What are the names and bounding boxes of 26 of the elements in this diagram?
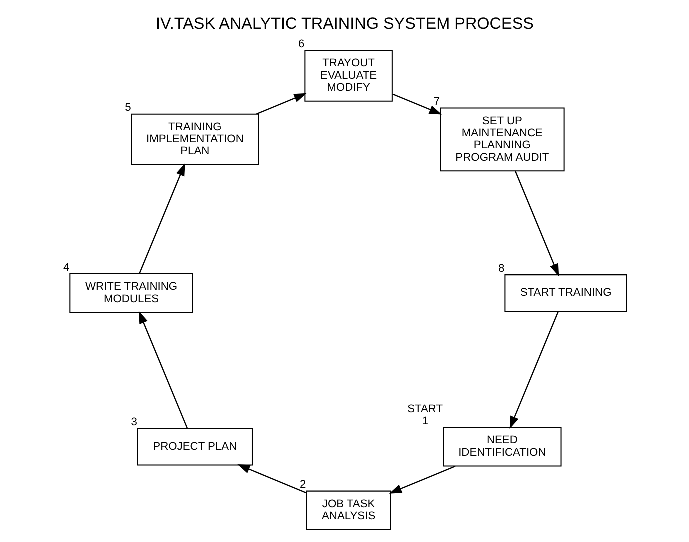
node-box: JOB TASK ANALYSIS [306, 490, 391, 530]
arrow [138, 311, 188, 429]
arrow [509, 312, 558, 430]
diagram-title: IV.TASK ANALYTIC TRAINING SYSTEM PROCESS [156, 15, 534, 34]
node-label: 1 [422, 415, 428, 428]
node-label: 2 [300, 479, 306, 492]
arrow [237, 464, 306, 494]
node-label: START [407, 403, 443, 416]
node-label: 4 [63, 262, 70, 274]
node-label: 7 [433, 96, 440, 108]
node-label: 5 [124, 102, 131, 114]
node-box: WRITE TRAINING MODULES [69, 274, 193, 314]
node-box: START TRAINING [504, 274, 627, 312]
arrow [256, 93, 306, 115]
arrow [392, 94, 442, 115]
node-box: TRAYOUT EVALUATE MODIFY [304, 50, 392, 102]
node-box: PROJECT PLAN [136, 428, 252, 466]
node-box: NEED IDENTIFICATION [442, 427, 562, 467]
node-box: TRAINING IMPLEMENTATION PLAN [130, 114, 259, 166]
node-label: 3 [130, 416, 137, 428]
arrow [514, 170, 559, 277]
node-label: 8 [498, 262, 504, 275]
node-label: 6 [298, 38, 304, 50]
arrow [138, 163, 185, 274]
node-box: SET UP MAINTENANCE PLANNING PROGRAM AUDIT [440, 108, 564, 172]
arrow [388, 466, 456, 494]
